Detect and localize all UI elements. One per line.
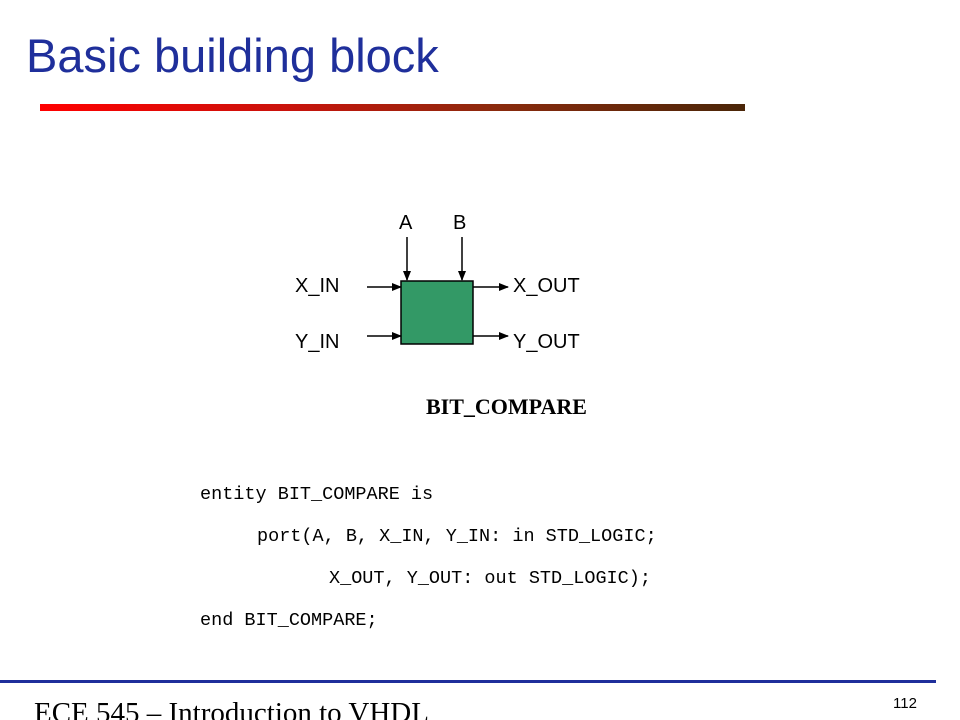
title-underline-bar	[40, 104, 745, 111]
code-line: entity BIT_COMPARE is	[200, 484, 434, 505]
output-label-y-out: Y_OUT	[513, 331, 580, 353]
code-line: end BIT_COMPARE;	[200, 610, 378, 631]
input-label-y-in: Y_IN	[295, 331, 339, 353]
input-label-a: A	[399, 212, 413, 234]
input-label-x-in: X_IN	[295, 275, 339, 297]
slide-title: Basic building block	[26, 29, 439, 82]
footer-divider	[0, 680, 936, 683]
input-label-b: B	[453, 212, 466, 234]
bit-compare-block	[400, 280, 474, 345]
code-line: port(A, B, X_IN, Y_IN: in STD_LOGIC;	[257, 526, 657, 547]
block-name-caption: BIT_COMPARE	[426, 394, 587, 419]
output-label-x-out: X_OUT	[513, 275, 580, 297]
vhdl-code-block: entity BIT_COMPARE is port(A, B, X_IN, Y…	[200, 484, 657, 631]
footer-course-title: ECE 545 – Introduction to VHDL	[34, 697, 429, 720]
page-number: 112	[893, 695, 917, 712]
code-line: X_OUT, Y_OUT: out STD_LOGIC);	[329, 568, 651, 589]
